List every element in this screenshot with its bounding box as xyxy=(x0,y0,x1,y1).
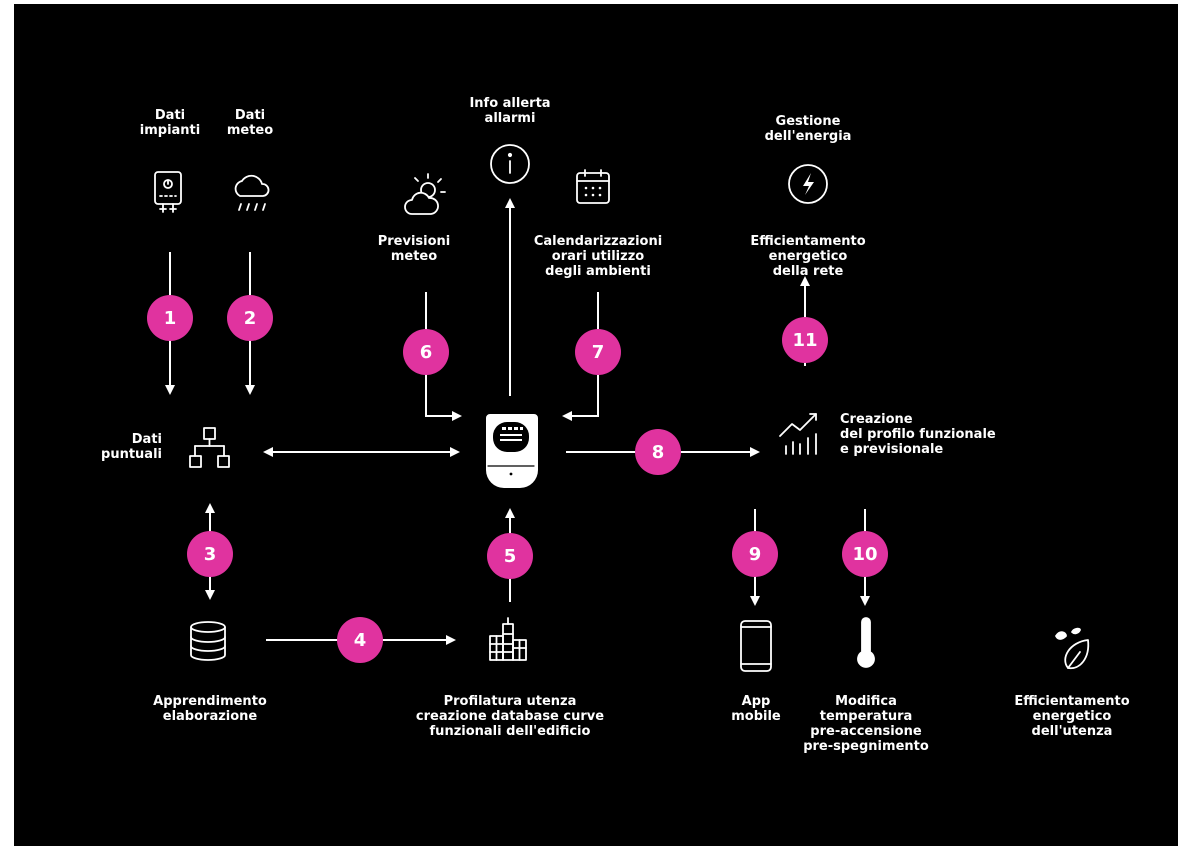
boiler-icon xyxy=(154,171,182,213)
rain-cloud-icon xyxy=(234,174,270,211)
step-badge-7: 7 xyxy=(575,329,621,375)
leaf-icon xyxy=(1055,627,1090,670)
step-badge-10: 10 xyxy=(842,531,888,577)
step-badge-2: 2 xyxy=(227,295,273,341)
chart-trend-icon xyxy=(779,413,817,455)
thermometer-icon xyxy=(857,617,875,668)
calendar-icon xyxy=(576,169,610,204)
smartphone-icon xyxy=(740,620,772,672)
step-badge-4: 4 xyxy=(337,617,383,663)
database-icon xyxy=(190,621,226,661)
hierarchy-icon xyxy=(189,427,230,468)
step-badge-9: 9 xyxy=(732,531,778,577)
sun-cloud-icon xyxy=(404,173,446,215)
info-icon xyxy=(490,144,530,184)
step-badge-6: 6 xyxy=(403,329,449,375)
step-badge-3: 3 xyxy=(187,531,233,577)
building-icon xyxy=(489,617,527,661)
step-badge-1: 1 xyxy=(147,295,193,341)
thermostat-device-icon xyxy=(486,414,538,488)
step-badge-8: 8 xyxy=(635,429,681,475)
lightning-icon xyxy=(788,164,828,204)
step-badge-11: 11 xyxy=(782,317,828,363)
step-badge-5: 5 xyxy=(487,533,533,579)
